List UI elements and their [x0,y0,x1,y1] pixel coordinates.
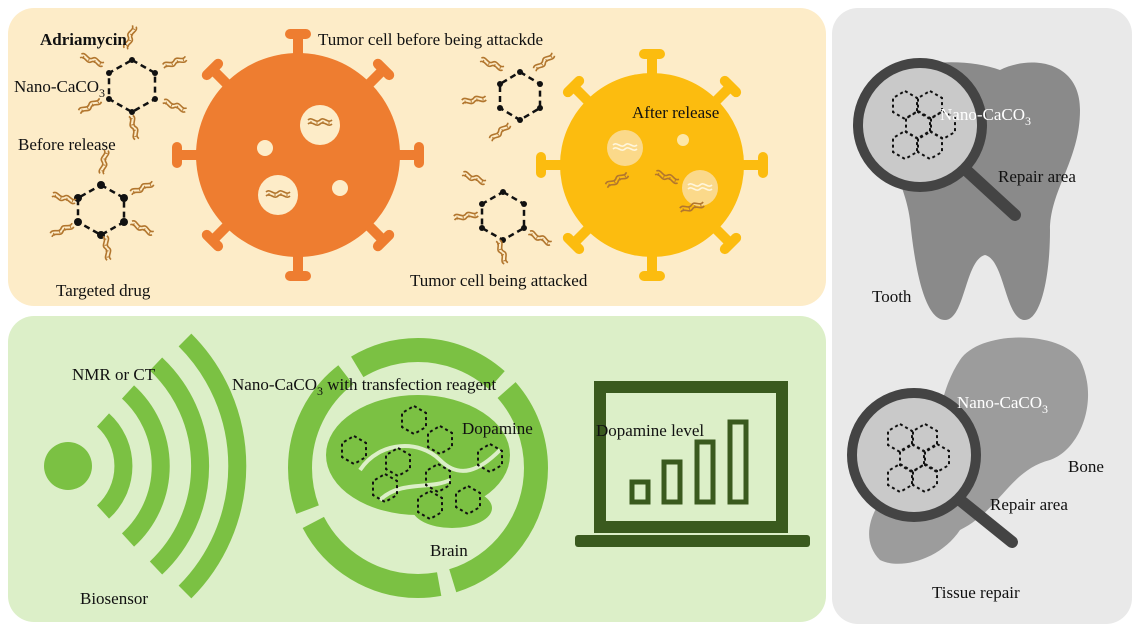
bone-label: Bone [1068,457,1104,476]
magnifier-top-icon [853,58,1021,221]
nano-caco3-bottom-label: Nano-CaCO3 [957,393,1048,416]
brain-ring-icon [288,338,548,598]
repair-area-top-label: Repair area [998,167,1076,186]
nmr-ct-label: NMR or CT [72,365,156,384]
nano-caco3-top-label: Nano-CaCO3 [940,105,1031,128]
brain-icon [326,395,510,528]
laptop-icon [575,381,810,547]
tumor-cell-orange [172,29,424,281]
targeted-drug-carrier [48,148,156,262]
tumor-before-attack-label: Tumor cell before being attackde [318,30,543,49]
nano-transfection-label: Nano-CaCO3 with transfection reagent [232,375,496,398]
tumor-being-attacked-label: Tumor cell being attacked [410,271,588,290]
drug-carrier-near-yellow-cell-bottom [452,170,554,266]
biosensor-label: Biosensor [80,589,148,608]
adriamycin-label: Adriamycin [40,30,127,49]
repair-area-bottom-label: Repair area [990,495,1068,514]
cancer-treatment-panel: Adriamycin Nano-CaCO3 Before release Tar… [8,8,826,306]
tooth-label: Tooth [872,287,912,306]
dopamine-label: Dopamine [462,419,533,438]
before-release-label: Before release [18,135,116,154]
magnifier-bottom-icon [847,388,1018,548]
after-release-label: After release [632,103,719,122]
biosensor-panel: NMR or CT Biosensor Nano-CaCO3 with tran… [8,316,826,622]
nano-caco3-label: Nano-CaCO3 [14,77,105,100]
drug-carrier-near-yellow-cell-top [460,51,557,143]
brain-label: Brain [430,541,468,560]
tissue-repair-label: Tissue repair [932,583,1020,602]
drug-carrier-before-release [77,24,188,141]
targeted-drug-label: Targeted drug [56,281,151,300]
dopamine-level-label: Dopamine level [596,421,704,440]
tissue-repair-panel: Nano-CaCO3 Repair area Tooth Nano-CaCO3 … [832,8,1132,624]
tumor-cell-yellow [536,49,768,281]
signal-waves-icon [44,333,247,599]
